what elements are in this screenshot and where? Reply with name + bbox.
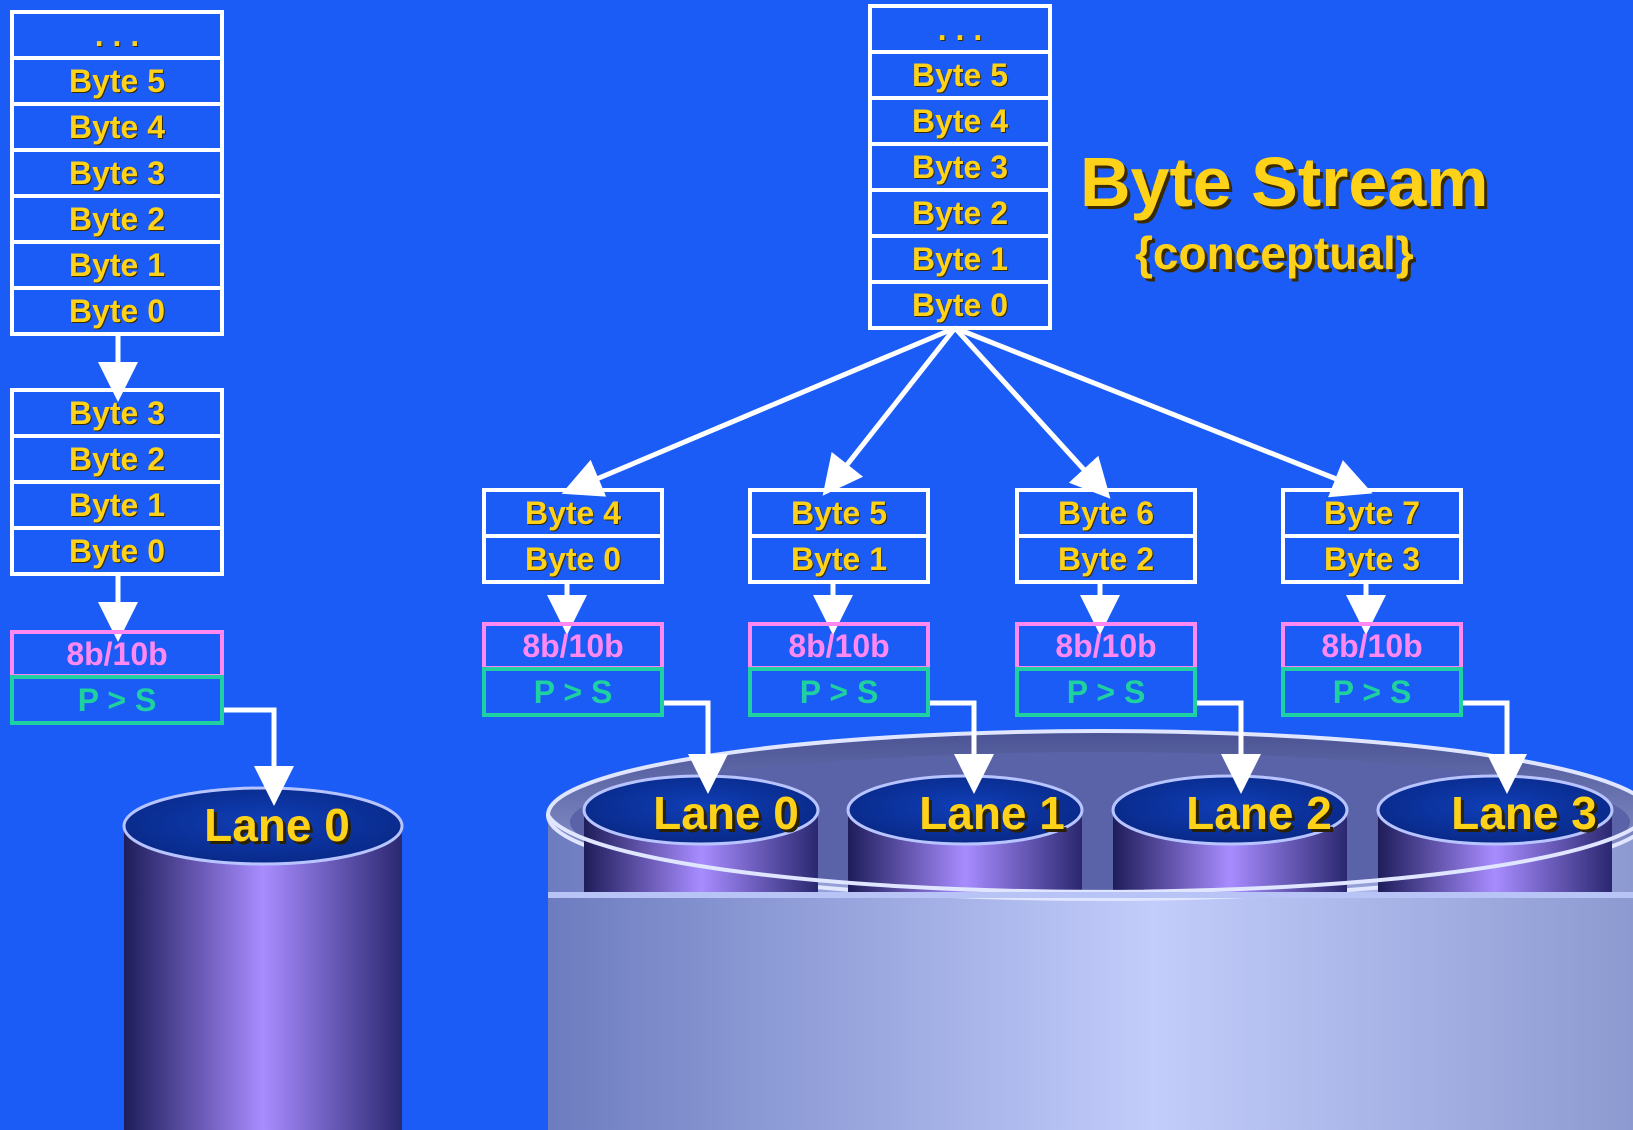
lane-2-label: Lane 2 <box>1186 787 1332 839</box>
diagram-title: Byte Stream <box>1080 143 1489 221</box>
lane-0-encoder: 8b/10b <box>482 622 664 670</box>
left-stack-byte: Byte 2 <box>10 194 224 244</box>
lane-1-label: Lane 1 <box>919 787 1065 839</box>
left-stack-byte: Byte 0 <box>10 286 224 336</box>
right-stack-byte: Byte 5 <box>868 50 1052 100</box>
left-buffer-byte: Byte 0 <box>10 526 224 576</box>
left-stack-byte: Byte 1 <box>10 240 224 290</box>
left-buffer-byte: Byte 3 <box>10 388 224 438</box>
right-stack-byte: Byte 4 <box>868 96 1052 146</box>
lane-2-byte-low: Byte 2 <box>1015 534 1197 584</box>
right-stack-byte: Byte 2 <box>868 188 1052 238</box>
left-stack-byte: Byte 3 <box>10 148 224 198</box>
connectors <box>98 325 1527 806</box>
left-buffer-byte: Byte 2 <box>10 434 224 484</box>
left-stack-byte: Byte 4 <box>10 102 224 152</box>
lane-2-cylinder <box>1111 774 1349 892</box>
lane-0-byte-high: Byte 4 <box>482 488 664 538</box>
lane-0-byte-low: Byte 0 <box>482 534 664 584</box>
lane-3-byte-low: Byte 3 <box>1281 534 1463 584</box>
lane-cylinders <box>546 774 1633 898</box>
lane-2-encoder: 8b/10b <box>1015 622 1197 670</box>
left-stack-ellipsis: . . . <box>10 10 224 60</box>
lane-1-encoder: 8b/10b <box>748 622 930 670</box>
left-lane-cylinder <box>122 786 404 1130</box>
lane-3-byte-high: Byte 7 <box>1281 488 1463 538</box>
left-serializer-block: P > S <box>10 675 224 725</box>
right-stack-ellipsis: . . . <box>868 4 1052 54</box>
diagram-subtitle: {conceptual} <box>1135 227 1414 279</box>
lane-3-encoder: 8b/10b <box>1281 622 1463 670</box>
lane-1-cylinder <box>846 774 1084 892</box>
lane-1-serializer: P > S <box>748 667 930 717</box>
left-encoder-block: 8b/10b <box>10 630 224 678</box>
lane-2-byte-high: Byte 6 <box>1015 488 1197 538</box>
lane-1-byte-high: Byte 5 <box>748 488 930 538</box>
lane-0-label: Lane 0 <box>653 787 799 839</box>
lane-2-serializer: P > S <box>1015 667 1197 717</box>
right-stack-byte: Byte 0 <box>868 280 1052 330</box>
left-buffer-byte: Byte 1 <box>10 480 224 530</box>
lane-0-serializer: P > S <box>482 667 664 717</box>
lane-1-byte-low: Byte 1 <box>748 534 930 584</box>
lane-3-label: Lane 3 <box>1451 787 1597 839</box>
left-lane-label: Lane 0 <box>204 799 350 851</box>
right-stack-byte: Byte 1 <box>868 234 1052 284</box>
right-stack-byte: Byte 3 <box>868 142 1052 192</box>
left-stack-byte: Byte 5 <box>10 56 224 106</box>
lane-3-serializer: P > S <box>1281 667 1463 717</box>
